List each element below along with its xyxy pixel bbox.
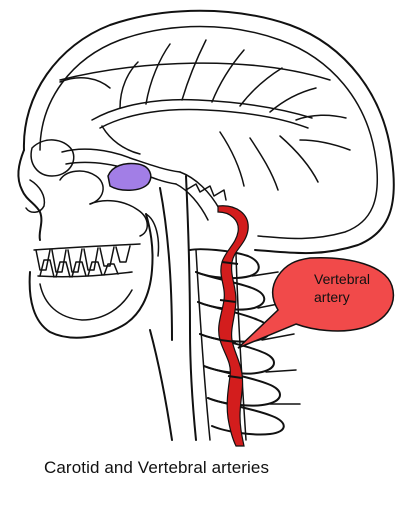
callout-label-line1: Vertebral bbox=[314, 271, 370, 287]
vertebral-artery bbox=[217, 205, 249, 447]
neck-outline bbox=[149, 175, 197, 441]
callout-label-line2: artery bbox=[314, 289, 350, 305]
vertebral-artery-bands bbox=[219, 261, 243, 379]
callout-bubble bbox=[237, 257, 395, 349]
cerebral-arteries bbox=[59, 39, 351, 191]
figure-caption: Carotid and Vertebral arteries bbox=[44, 458, 270, 477]
face-skull bbox=[17, 139, 160, 339]
skull-outline bbox=[22, 9, 395, 255]
pituitary-gland bbox=[107, 162, 152, 191]
